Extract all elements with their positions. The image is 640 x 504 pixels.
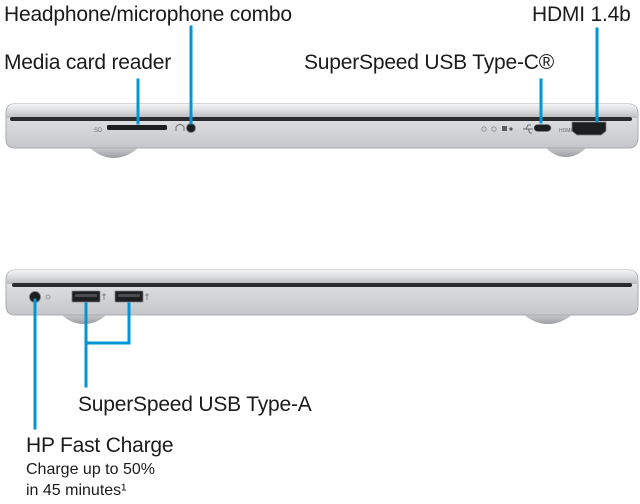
usb-type-a-label: SuperSpeed USB Type-A — [78, 393, 312, 416]
laptop-left-side — [5, 269, 639, 324]
charge-led — [45, 294, 51, 300]
rubber-foot — [88, 146, 140, 158]
sd-mark: SD — [94, 128, 103, 134]
drive-led — [502, 126, 507, 131]
usb-type-c-port — [533, 124, 552, 132]
lid-edge — [7, 270, 637, 284]
headphone-mic-combo-label: Headphone/microphone combo — [4, 3, 292, 26]
hdmi-port — [571, 121, 607, 136]
laptop-right-side: SD HDMI — [5, 103, 639, 158]
fast-charge-title: HP Fast Charge — [26, 434, 174, 457]
hdmi-mark: HDMI — [559, 128, 572, 134]
top-callouts — [136, 25, 599, 125]
usb-type-a-port-1-tongue — [75, 294, 97, 297]
usb-icon — [102, 293, 106, 300]
usb-type-c-label: SuperSpeed USB Type-C® — [304, 51, 554, 74]
usb-type-a-port-2-tongue — [118, 294, 140, 297]
usb-a-bracket-line — [84, 302, 131, 345]
audio-jack — [186, 123, 196, 133]
rubber-foot — [544, 146, 588, 157]
media-card-reader-slot — [107, 125, 167, 130]
led-dot — [509, 127, 513, 131]
headphone-icon — [175, 124, 185, 131]
lid-edge — [7, 104, 637, 118]
usb-icon — [523, 124, 533, 134]
media-card-reader-label: Media card reader — [4, 51, 172, 74]
status-led — [491, 126, 497, 132]
power-led — [481, 126, 487, 132]
bottom-callouts — [33, 298, 131, 430]
usb-icon — [145, 293, 149, 300]
rubber-foot — [60, 313, 108, 324]
screen-bezel-line — [12, 283, 632, 287]
fast-charge-detail-line1: Charge up to 50% — [26, 461, 155, 478]
hdmi-label: HDMI 1.4b — [532, 3, 631, 26]
rubber-foot — [522, 313, 574, 324]
screen-bezel-line — [10, 117, 632, 121]
fast-charge-detail-line2: in 45 minutes¹ — [26, 482, 127, 499]
